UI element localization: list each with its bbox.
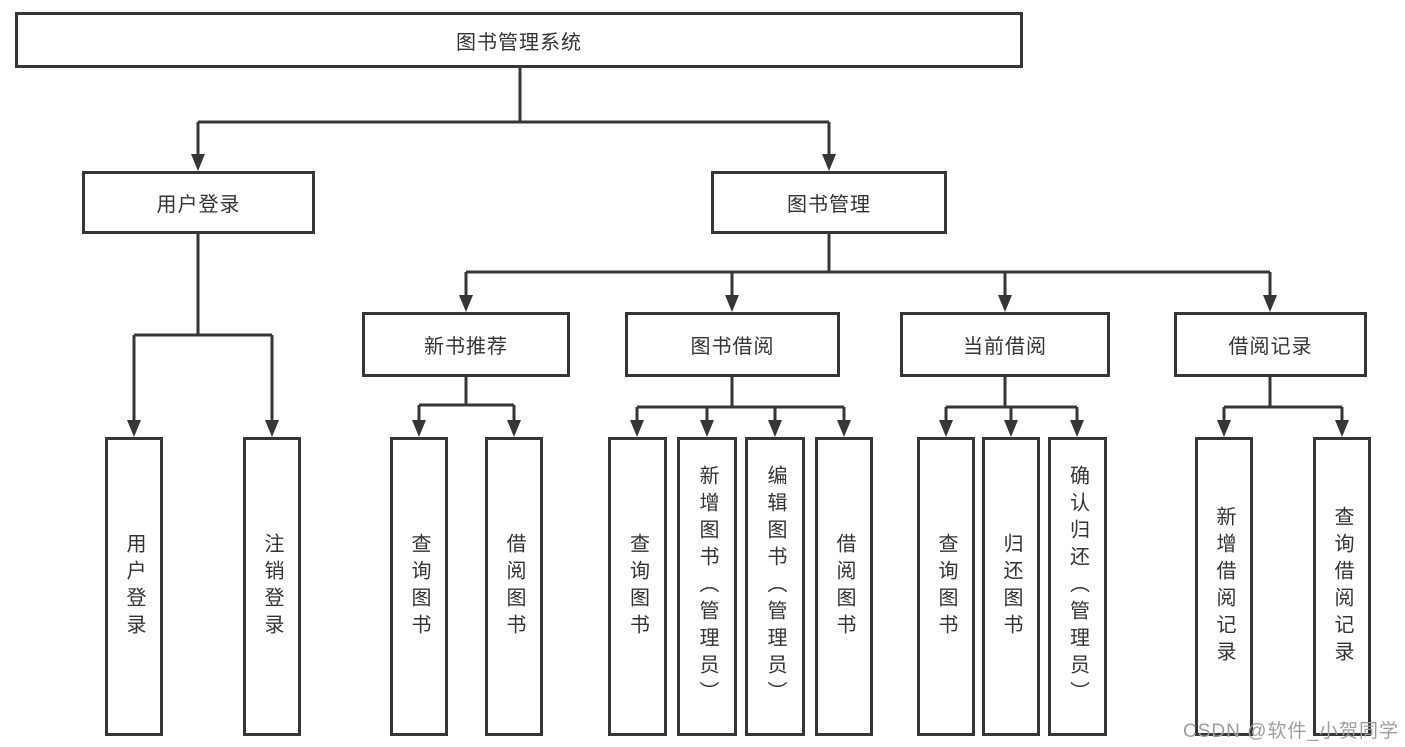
leaf-logout: 注销登录 (243, 437, 301, 736)
leaf-edit-books-admin: 编辑图书（管理员） (745, 437, 805, 736)
node-borrow-records: 借阅记录 (1174, 312, 1367, 377)
leaf-label: 查询图书 (626, 532, 649, 641)
leaf-add-borrow-record: 新增借阅记录 (1195, 437, 1253, 736)
leaf-add-books-admin: 新增图书（管理员） (677, 437, 737, 736)
leaf-query-books-2: 查询图书 (608, 437, 667, 736)
node-book-management: 图书管理 (711, 171, 947, 234)
leaf-label: 注销登录 (261, 532, 283, 641)
leaf-label: 查询借阅记录 (1331, 505, 1353, 668)
leaf-label: 查询图书 (408, 532, 430, 641)
leaf-label: 新增图书（管理员） (696, 465, 718, 708)
leaf-query-books: 查询图书 (390, 437, 448, 736)
node-book-borrow: 图书借阅 (625, 312, 840, 377)
node-new-book-recommend: 新书推荐 (362, 312, 570, 377)
leaf-query-books-3: 查询图书 (917, 437, 975, 736)
leaf-query-borrow-record: 查询借阅记录 (1313, 437, 1371, 736)
node-current-borrow: 当前借阅 (900, 312, 1110, 377)
leaf-label: 新增借阅记录 (1213, 505, 1235, 668)
leaf-label: 借阅图书 (503, 532, 525, 641)
node-user-login: 用户登录 (82, 171, 315, 234)
leaf-borrow-books-2: 借阅图书 (815, 437, 873, 736)
leaf-label: 查询图书 (935, 532, 957, 641)
leaf-return-books: 归还图书 (982, 437, 1040, 736)
csdn-watermark: CSDN @软件_小贺同学 (1183, 721, 1399, 742)
node-library-management-system: 图书管理系统 (15, 12, 1023, 68)
leaf-label: 归还图书 (1000, 532, 1022, 641)
arrowheads (127, 154, 1349, 437)
leaf-label: 借阅图书 (833, 532, 855, 641)
leaf-confirm-return-admin: 确认归还（管理员） (1048, 437, 1107, 736)
leaf-label: 用户登录 (123, 532, 145, 641)
leaf-user-login: 用户登录 (105, 437, 163, 736)
leaf-borrow-books: 借阅图书 (485, 437, 543, 736)
leaf-label: 确认归还（管理员） (1066, 465, 1089, 708)
leaf-label: 编辑图书（管理员） (764, 465, 786, 708)
